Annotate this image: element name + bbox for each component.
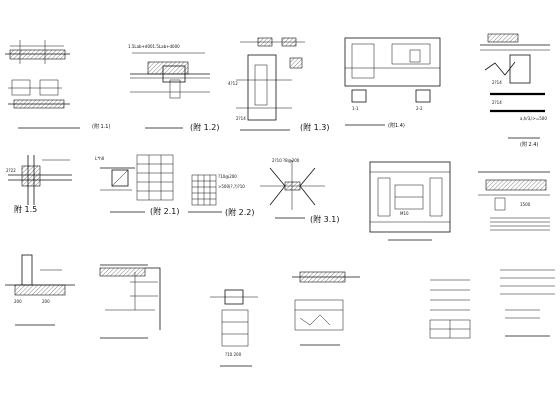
detail-2-4-tag: (附 2.4)	[520, 141, 538, 148]
detail-2-2-tag: (附 2.2)	[225, 207, 255, 217]
detail-3-1: 2?10 ?8@200 (附 3.1)	[260, 158, 340, 224]
detail-1-3-label-a: 4?12	[228, 81, 238, 86]
detail-4-3: ?10 200	[210, 289, 258, 367]
detail-1-2-tag: (附 1.2)	[190, 122, 220, 132]
detail-2-4-label-c: a,h/3,l>=500	[520, 116, 547, 121]
detail-4-2	[99, 264, 161, 339]
detail-1-5-tag: 附 1.5	[14, 204, 37, 214]
detail-3-3-label: 1500	[520, 202, 531, 207]
detail-3-3: 1500	[478, 171, 550, 231]
detail-2-1: L*h0 (附 2.1)	[95, 154, 180, 216]
detail-2-2-label-a: ?10@200	[218, 174, 237, 179]
detail-3-1-tag: (附 3.1)	[310, 214, 340, 224]
detail-1-5: 2?22 附 1.5	[6, 155, 72, 214]
detail-1-4-section-1: 1-1	[352, 106, 359, 111]
detail-4-4	[292, 271, 360, 346]
detail-2-1-tag: (附 2.1)	[150, 206, 180, 216]
detail-1-2: 1.5Lab+d001.5Lab+d000 (附 1.2)	[128, 44, 220, 132]
detail-3-2-label: M10	[400, 211, 409, 216]
detail-4-1-label-b: 200	[42, 299, 50, 304]
detail-1-4: 1-1 2-2 (附1.4)	[344, 37, 441, 129]
detail-1-1: (附 1.1)	[5, 40, 110, 130]
detail-4-1-label-a: 200	[14, 299, 22, 304]
detail-1-4-tag: (附1.4)	[388, 122, 405, 129]
detail-1-3-label-b: 2?14	[236, 116, 246, 121]
detail-2-4-label-a: 2?14	[492, 80, 502, 85]
detail-1-4-section-2: 2-2	[416, 106, 423, 111]
detail-4-3-label: ?10 200	[225, 352, 242, 357]
detail-1-3: 4?12 2?14 (附 1.3)	[228, 37, 330, 132]
detail-2-4-label-b: 2?14	[492, 100, 502, 105]
detail-1-5-label: 2?22	[6, 168, 16, 173]
detail-2-2: ?10@200 >500(?,?)?10 (附 2.2)	[188, 174, 255, 217]
detail-2-2-label-b: >500(?,?)?10	[218, 184, 245, 189]
detail-1-1-tag: (附 1.1)	[92, 123, 110, 130]
detail-1-2-label: 1.5Lab+d001.5Lab+d000	[128, 44, 180, 49]
detail-3-2: M10	[369, 161, 451, 241]
detail-3-1-label: 2?10 ?8@200	[272, 158, 300, 163]
detail-2-4: 2?14 2?14 a,h/3,l>=500 (附 2.4)	[480, 33, 550, 148]
detail-4-5	[429, 269, 555, 339]
detail-2-1-label: L*h0	[95, 156, 105, 161]
detail-4-1: 200 200	[5, 254, 75, 326]
detail-1-3-tag: (附 1.3)	[300, 122, 330, 132]
